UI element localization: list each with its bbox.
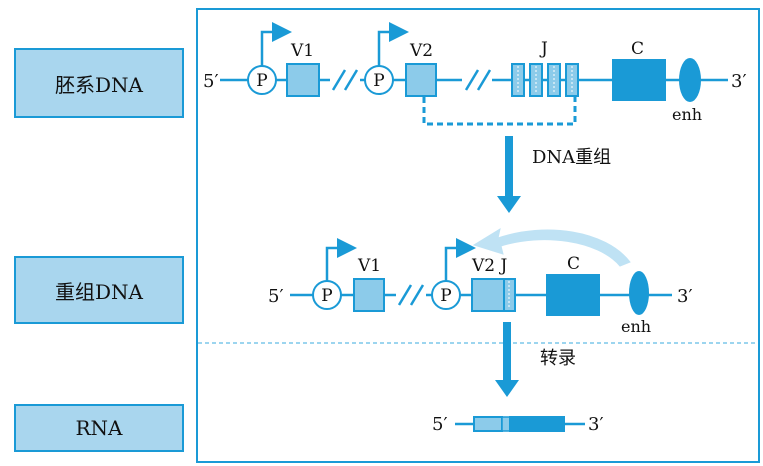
promoter-arrow-icon — [325, 238, 357, 281]
rna-three-prime: 3′ — [588, 414, 604, 435]
rna-label-text: RNA — [75, 416, 123, 440]
recombined-enh-label: enh — [621, 317, 651, 336]
germline-promoter-2: P — [364, 22, 409, 95]
germline-dna-row: 5′ 3′ P V1 P V2 — [203, 22, 747, 126]
rna-five-prime: 5′ — [432, 414, 448, 435]
promoter-label: P — [321, 286, 332, 306]
rna-j-region — [501, 416, 511, 432]
recombined-c-segment — [546, 274, 600, 316]
recombined-dna-label: 重组DNA — [14, 256, 184, 324]
promoter-arrow-icon — [260, 22, 292, 66]
recombined-promoter-1: P — [312, 238, 357, 310]
promoter-label: P — [373, 71, 384, 91]
rna-label: RNA — [14, 404, 184, 452]
recombined-dna-label-text: 重组DNA — [55, 279, 143, 304]
rna-row: 5′ 3′ — [432, 414, 604, 435]
germline-j-label: J — [539, 39, 548, 59]
recombined-v1-segment — [353, 278, 385, 312]
germline-recombination-bracket — [422, 97, 577, 126]
germline-dna-label: 胚系DNA — [14, 48, 184, 118]
germline-v2-label: V2 — [409, 41, 433, 61]
recombined-three-prime: 3′ — [677, 286, 693, 307]
recombined-break-icon — [396, 284, 426, 306]
recombined-dna-row: 5′ 3′ P V1 P V2 J C enh — [268, 227, 693, 336]
recombined-v1-label: V1 — [357, 256, 381, 276]
curved-arrow-icon — [472, 227, 631, 267]
germline-enh-label: enh — [672, 105, 702, 124]
promoter-label: P — [440, 286, 451, 306]
recombination-step: DNA重组 — [497, 136, 611, 213]
germline-three-prime: 3′ — [731, 71, 747, 92]
promoter-arrow-icon — [377, 22, 409, 66]
recombined-c-label: C — [567, 254, 580, 274]
recombined-five-prime: 5′ — [268, 286, 284, 307]
germline-c-label: C — [631, 39, 644, 59]
transcription-step-label: 转录 — [540, 348, 576, 369]
germline-promoter-1: P — [247, 22, 292, 95]
germline-five-prime: 5′ — [203, 71, 219, 92]
promoter-label: P — [256, 71, 267, 91]
down-arrow-icon — [497, 136, 521, 213]
rna-c-region — [509, 416, 565, 432]
recombined-promoter-2: P — [431, 238, 476, 310]
promoter-arrow-icon — [444, 238, 476, 281]
germline-enhancer — [679, 58, 701, 102]
germline-break-2-icon — [462, 69, 492, 91]
germline-break-1-icon — [330, 69, 360, 91]
germline-c-segment — [612, 59, 666, 101]
germline-v1-segment — [286, 63, 320, 97]
germline-v2-segment — [405, 63, 437, 97]
transcription-step: 转录 — [495, 322, 576, 397]
recombined-v2j-label: V2 J — [471, 256, 507, 276]
recombined-v2j-segment — [471, 278, 516, 312]
rna-vj-region — [473, 416, 503, 432]
recombined-enhancer — [629, 271, 649, 315]
germline-v1-label: V1 — [290, 41, 314, 61]
down-arrow-icon — [495, 322, 519, 397]
germline-dna-label-text: 胚系DNA — [55, 72, 143, 97]
diagram-panel — [196, 8, 760, 463]
recombination-step-label: DNA重组 — [532, 147, 611, 168]
